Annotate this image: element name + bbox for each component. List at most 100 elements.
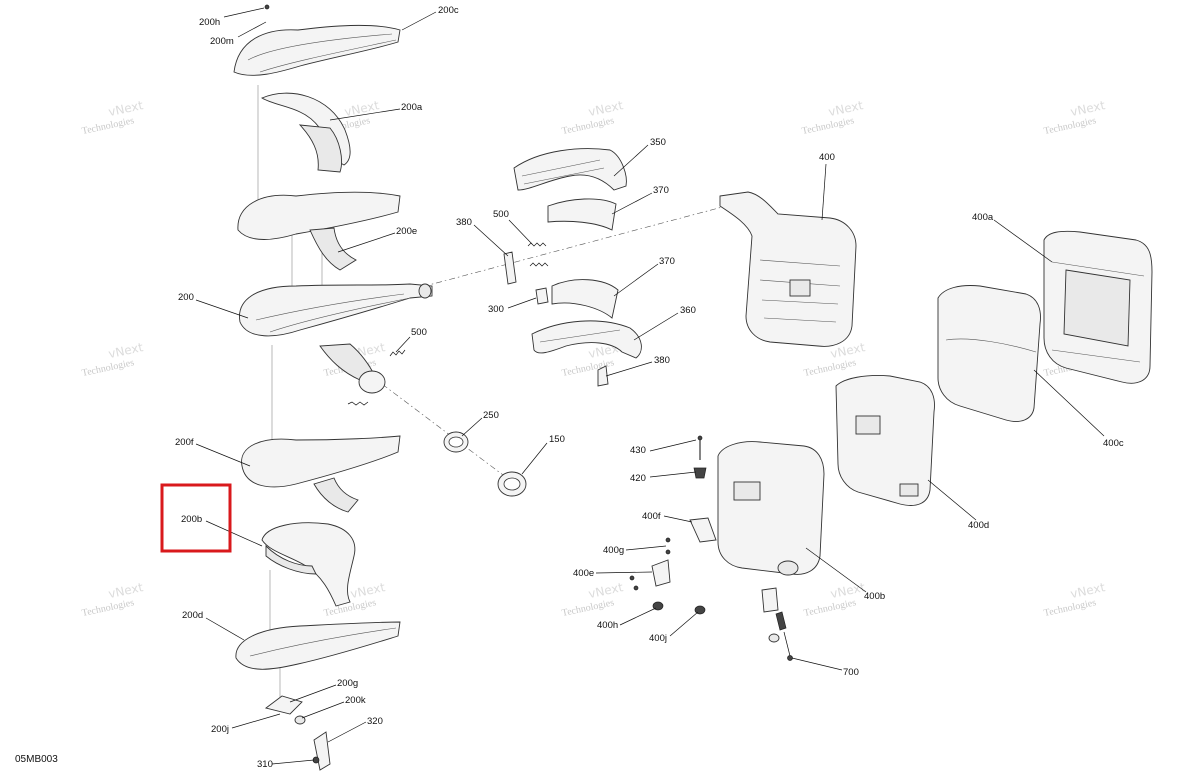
callout-400j: 400j (649, 633, 667, 644)
pipe-detail (255, 293, 411, 333)
bracket-400e (651, 559, 671, 587)
coupler-body (531, 320, 642, 359)
callout-400e: 400e (573, 568, 594, 579)
part-400a (1043, 230, 1153, 384)
watermark-line2: Technologies (1043, 115, 1097, 137)
part-200d (235, 621, 401, 670)
spring-500 (389, 349, 406, 357)
exhaust-axis (409, 204, 731, 291)
leader-370b (613, 263, 659, 297)
leader-500a (508, 219, 533, 245)
leader-200 (195, 299, 249, 319)
callout-400d: 400d (968, 520, 989, 531)
callout-400b: 400b (864, 591, 885, 602)
callout-200m: 200m (210, 36, 234, 47)
bolt-400g (665, 549, 671, 555)
pipe-body (239, 283, 433, 337)
watermark-line2: Technologies (1043, 597, 1097, 619)
hose-body (547, 198, 617, 231)
stud-700 (783, 631, 791, 657)
part-370-upper (547, 198, 617, 231)
part-200a (261, 92, 351, 173)
leader-380b (605, 361, 653, 377)
part-400d (835, 375, 935, 506)
highlight-box-200b (160, 483, 232, 553)
callout-400f: 400f (642, 511, 661, 522)
cover-slot (899, 483, 919, 497)
leader-200b (205, 520, 263, 547)
watermark: vNext Technologies (1043, 98, 1107, 137)
leader-400j (669, 611, 699, 637)
watermark: vNext Technologies (81, 580, 145, 619)
part-360 (531, 320, 642, 359)
spring-500 (527, 242, 547, 247)
leader-350 (613, 144, 649, 177)
watermark: vNext Technologies (803, 580, 867, 619)
callout-500-upper: 500 (493, 209, 509, 220)
heatshield-panel (1063, 269, 1131, 347)
heatshield-body (937, 285, 1041, 422)
shell-body (241, 435, 401, 488)
leader-200g (289, 684, 337, 703)
callout-350: 350 (650, 137, 666, 148)
leader-400b (805, 547, 867, 593)
leader-400e (595, 571, 653, 574)
muffler-heatshield-slot (789, 279, 811, 297)
watermark-line2: Technologies (803, 357, 857, 379)
shell-inner (309, 227, 357, 271)
part-200g-assembly (264, 695, 331, 771)
part-150 (497, 471, 527, 497)
hose-body (551, 279, 619, 319)
gasket-inner (448, 436, 464, 448)
screw-200h (264, 4, 270, 10)
callout-400: 400 (819, 152, 835, 163)
leader-380a (473, 224, 509, 257)
leader-250 (461, 417, 483, 437)
part-300 (535, 287, 549, 305)
watermark: vNext Technologies (801, 98, 865, 137)
bracket-200g (264, 695, 303, 715)
leader-400g (625, 545, 667, 551)
callout-380-upper: 380 (456, 217, 472, 228)
callout-200e: 200e (396, 226, 417, 237)
leader-200m (237, 21, 267, 38)
watermark-line2: Technologies (323, 597, 377, 619)
leader-200j (231, 713, 281, 729)
part-400 (719, 191, 857, 347)
coupler-detail (539, 329, 621, 343)
bracket-400f (689, 517, 717, 543)
leader-400c (1033, 369, 1105, 437)
bracket-320 (313, 731, 331, 771)
shell-detail (247, 33, 397, 73)
pipe-inlet (358, 370, 386, 394)
part-350 (513, 148, 627, 191)
callout-320: 320 (367, 716, 383, 727)
bracket-rear (761, 587, 779, 613)
callout-200f: 200f (175, 437, 194, 448)
pipe-outlet (418, 283, 432, 299)
shell-inner (298, 124, 342, 173)
heatshield-detail (945, 338, 1037, 353)
leader-400 (821, 163, 827, 221)
watermark-line2: Technologies (81, 115, 135, 137)
cover-body (835, 375, 935, 506)
bolt-400g (665, 537, 671, 543)
bolt-head-430 (697, 435, 703, 441)
grommet-420 (693, 467, 707, 479)
coupler-body (513, 148, 627, 191)
part-200 (239, 283, 433, 406)
callout-400c: 400c (1103, 438, 1124, 449)
part-400b (717, 441, 825, 576)
bolt (629, 575, 635, 581)
leader-420 (649, 471, 697, 478)
part-250 (443, 431, 469, 453)
leader-310 (271, 759, 315, 765)
coupler-detail (521, 159, 605, 185)
leader-400h (619, 607, 657, 626)
watermark-line2: Technologies (801, 115, 855, 137)
leader-200e (337, 232, 396, 253)
callout-400a: 400a (972, 212, 994, 223)
callout-370-lower: 370 (659, 256, 675, 267)
shell-body (233, 24, 401, 76)
